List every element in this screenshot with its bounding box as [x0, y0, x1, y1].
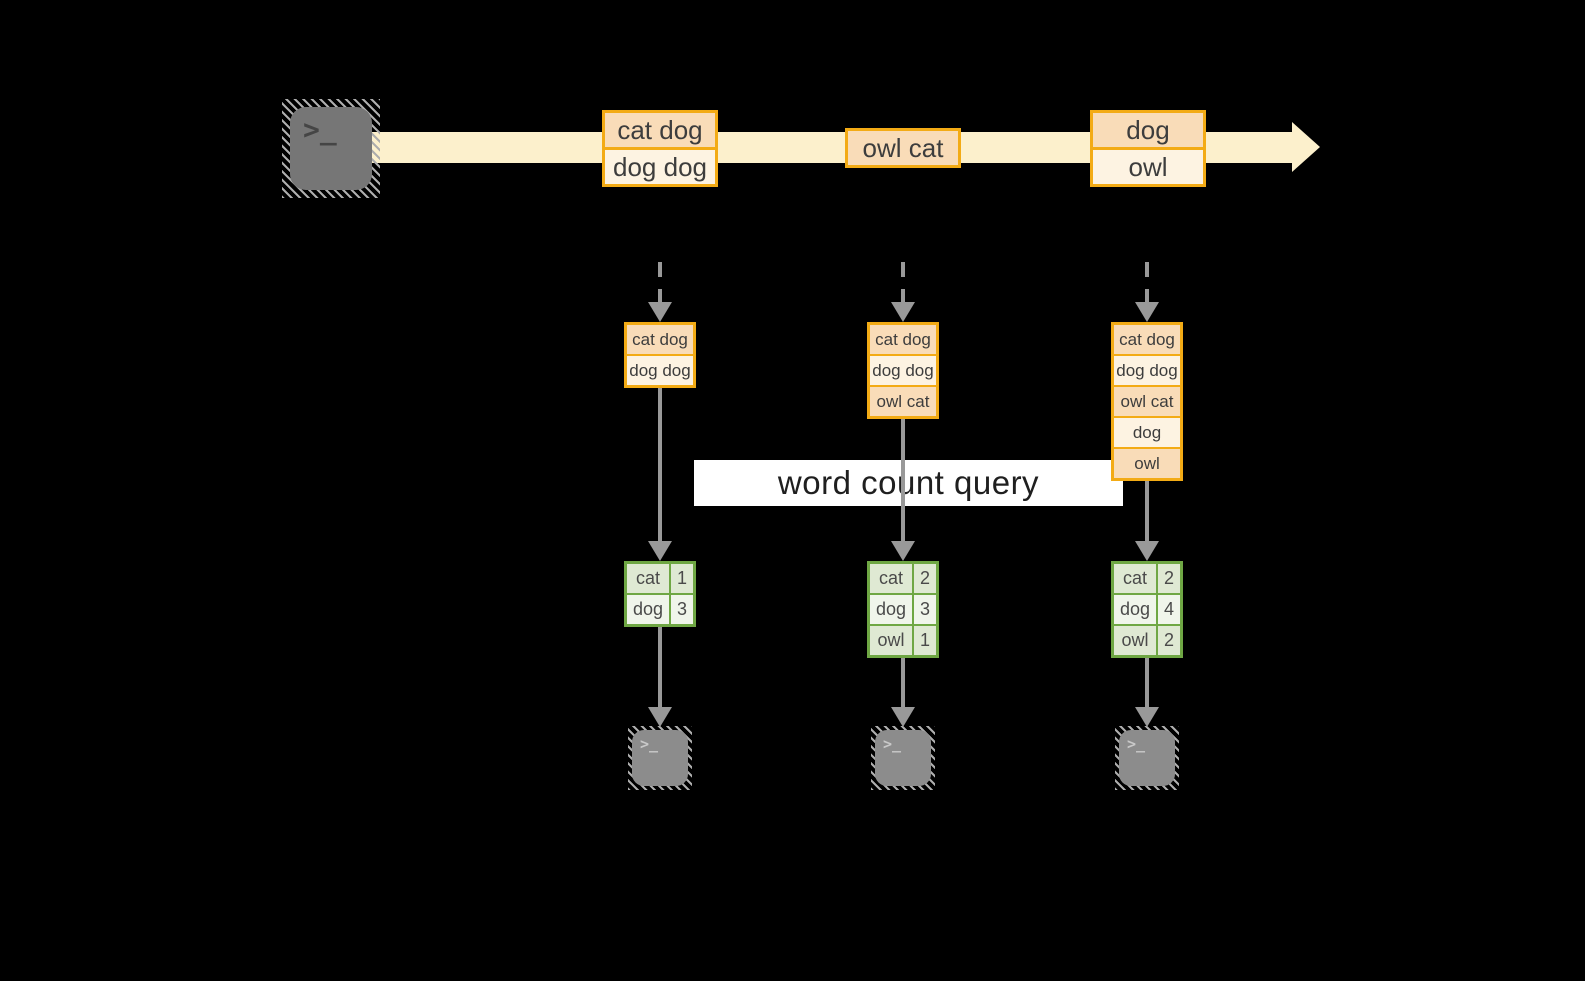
sink-terminal-icon: >_ — [1115, 726, 1179, 790]
count-value-cell: 2 — [1158, 626, 1180, 655]
stream-batch-row: cat dog — [605, 113, 715, 147]
trigger-arrow-shaft — [658, 262, 662, 302]
count-word-cell: owl — [870, 626, 912, 655]
trigger-arrow-head-icon — [891, 302, 915, 322]
trigger-arrow-shaft — [901, 262, 905, 302]
query-arrow-head-icon — [1135, 541, 1159, 561]
stream-batch-row: dog dog — [605, 150, 715, 184]
stream-arrow-head-icon — [1292, 122, 1320, 172]
stream-batch-row: owl — [1093, 150, 1203, 184]
accumulated-row: owl — [1114, 449, 1180, 478]
query-arrow-head-icon — [891, 541, 915, 561]
terminal-screen: >_ — [290, 107, 372, 190]
terminal-prompt-icon: >_ — [883, 735, 902, 753]
query-arrow-shaft — [658, 388, 662, 541]
accumulated-row: dog dog — [627, 356, 693, 385]
count-word-cell: dog — [1114, 595, 1156, 624]
output-arrow-head-icon — [1135, 707, 1159, 727]
accumulated-row: owl cat — [1114, 387, 1180, 416]
source-terminal-icon: >_ — [282, 99, 380, 198]
output-arrow-shaft — [901, 658, 905, 707]
count-word-cell: dog — [870, 595, 912, 624]
count-value-cell: 1 — [914, 626, 936, 655]
count-value-cell: 4 — [1158, 595, 1180, 624]
count-value-cell: 3 — [914, 595, 936, 624]
terminal-screen: >_ — [875, 730, 931, 786]
accumulated-row: cat dog — [627, 325, 693, 354]
output-arrow-shaft — [658, 627, 662, 707]
count-word-cell: cat — [627, 564, 669, 593]
accumulated-row: dog — [1114, 418, 1180, 447]
accumulated-row: dog dog — [870, 356, 936, 385]
sink-terminal-icon: >_ — [871, 726, 935, 790]
output-arrow-head-icon — [891, 707, 915, 727]
accumulated-row: cat dog — [1114, 325, 1180, 354]
count-word-cell: owl — [1114, 626, 1156, 655]
trigger-arrow-head-icon — [1135, 302, 1159, 322]
query-label: word count query — [694, 460, 1123, 506]
accumulated-row: owl cat — [870, 387, 936, 416]
stream-batch-row: dog — [1093, 113, 1203, 147]
query-arrow-shaft — [1145, 481, 1149, 541]
terminal-screen: >_ — [1119, 730, 1175, 786]
accumulated-row: cat dog — [870, 325, 936, 354]
count-word-cell: dog — [627, 595, 669, 624]
accumulated-row: dog dog — [1114, 356, 1180, 385]
terminal-prompt-icon: >_ — [640, 735, 659, 753]
count-word-cell: cat — [1114, 564, 1156, 593]
stream-batch-row: owl cat — [848, 131, 958, 165]
trigger-arrow-head-icon — [648, 302, 672, 322]
query-arrow-head-icon — [648, 541, 672, 561]
terminal-screen: >_ — [632, 730, 688, 786]
count-value-cell: 3 — [671, 595, 693, 624]
count-value-cell: 2 — [914, 564, 936, 593]
terminal-prompt-icon: >_ — [1127, 735, 1146, 753]
stream-batch-box: owl cat — [845, 128, 961, 168]
terminal-prompt-icon: >_ — [303, 113, 337, 146]
sink-terminal-icon: >_ — [628, 726, 692, 790]
count-value-cell: 2 — [1158, 564, 1180, 593]
output-arrow-head-icon — [648, 707, 672, 727]
output-arrow-shaft — [1145, 658, 1149, 707]
trigger-arrow-shaft — [1145, 262, 1149, 302]
query-arrow-shaft — [901, 419, 905, 541]
count-word-cell: cat — [870, 564, 912, 593]
count-value-cell: 1 — [671, 564, 693, 593]
